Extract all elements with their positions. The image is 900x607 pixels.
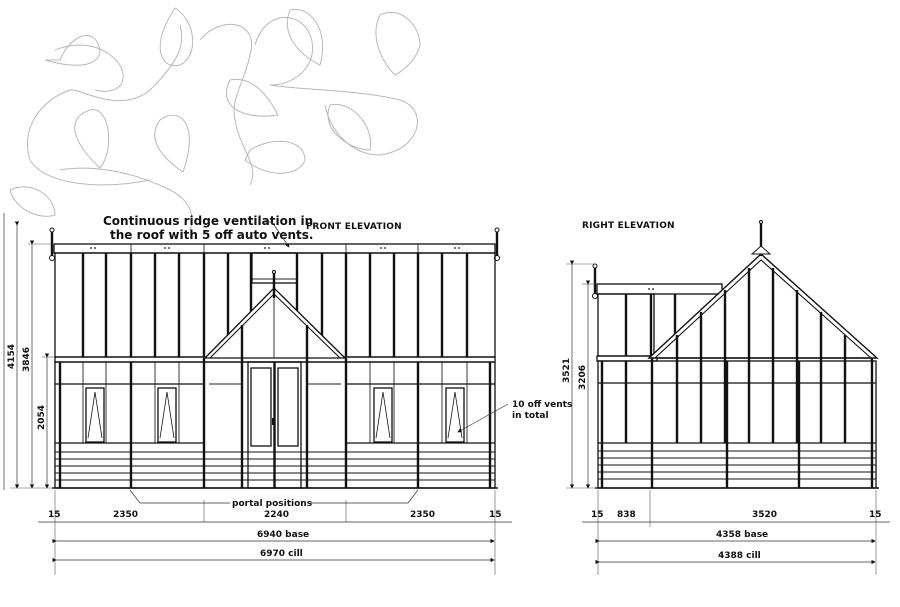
- leaf-swirl-decoration: [9, 7, 421, 231]
- porch-ridge-band: [596, 283, 723, 295]
- dim-right-end: 15: [489, 510, 502, 520]
- dim-right-base-width: 4358 base: [716, 530, 768, 540]
- dim-right-bay: 2350: [410, 510, 435, 520]
- dim-left-bay: 2350: [113, 510, 138, 520]
- svg-text:Continuous ridge ventilation i: Continuous ridge ventilation in: [103, 214, 313, 228]
- front-base-boards: [55, 451, 495, 481]
- vent-window: [85, 387, 105, 443]
- dim-center-bay: 2240: [264, 510, 289, 520]
- dim-right-cill-width: 4388 cill: [718, 551, 761, 561]
- porch-finial: [592, 263, 598, 299]
- porch-gable: [203, 270, 347, 359]
- double-door: [247, 361, 302, 489]
- dim-right-right-end: 15: [869, 510, 882, 520]
- vent-window: [445, 387, 465, 443]
- finial-right: [494, 227, 500, 261]
- front-elevation-title: FRONT ELEVATION: [306, 222, 402, 232]
- dim-cill-width: 6970 cill: [260, 549, 303, 559]
- door-handle-icon: [272, 418, 275, 425]
- vent-window: [157, 387, 177, 443]
- portal-positions-callout: portal positions: [129, 489, 419, 509]
- dim-right-left-end: 15: [591, 510, 604, 520]
- front-ridge-band: [53, 243, 496, 254]
- front-width-dimensions: 15 2350 2240 2350 15 6940 base 6970 cill: [38, 490, 512, 575]
- dim-porch-width: 838: [617, 510, 636, 520]
- ridge-ventilation-callout: Continuous ridge ventilation in the roof…: [103, 214, 313, 248]
- dim-side-height: 2054: [37, 405, 47, 430]
- vent-window: [373, 387, 393, 443]
- dim-eaves-height: 3846: [22, 347, 32, 372]
- dim-overall-height: 4154: [7, 344, 17, 369]
- portal-positions-label: portal positions: [232, 499, 312, 509]
- front-height-dimensions: 4154 3846 2054: [3, 213, 55, 490]
- right-elevation: RIGHT ELEVATION: [562, 220, 890, 575]
- ridge-vent-markers: [90, 247, 460, 249]
- right-width-dimensions: 15 838 3520 15 4358 base 4388 cill: [582, 490, 890, 575]
- svg-text:the roof with 5 off auto vents: the roof with 5 off auto vents.: [110, 228, 313, 242]
- dim-right-eaves-height: 3206: [578, 365, 588, 390]
- dim-right-overall-height: 3521: [562, 358, 572, 383]
- main-gable: [647, 220, 879, 443]
- dim-main-width: 3520: [752, 510, 777, 520]
- right-elevation-title: RIGHT ELEVATION: [582, 221, 675, 231]
- dim-base-width: 6940 base: [257, 530, 309, 540]
- dim-left-end: 15: [48, 510, 61, 520]
- right-lower-wall: [597, 360, 877, 489]
- front-elevation: FRONT ELEVATION: [3, 213, 572, 575]
- right-height-dimensions: 3521 3206: [562, 260, 598, 489]
- svg-text:10 off vents: 10 off vents: [512, 400, 572, 410]
- vents-callout: 10 off vents in total: [457, 400, 572, 433]
- right-base-boards: [598, 450, 876, 480]
- svg-text:in total: in total: [512, 411, 549, 421]
